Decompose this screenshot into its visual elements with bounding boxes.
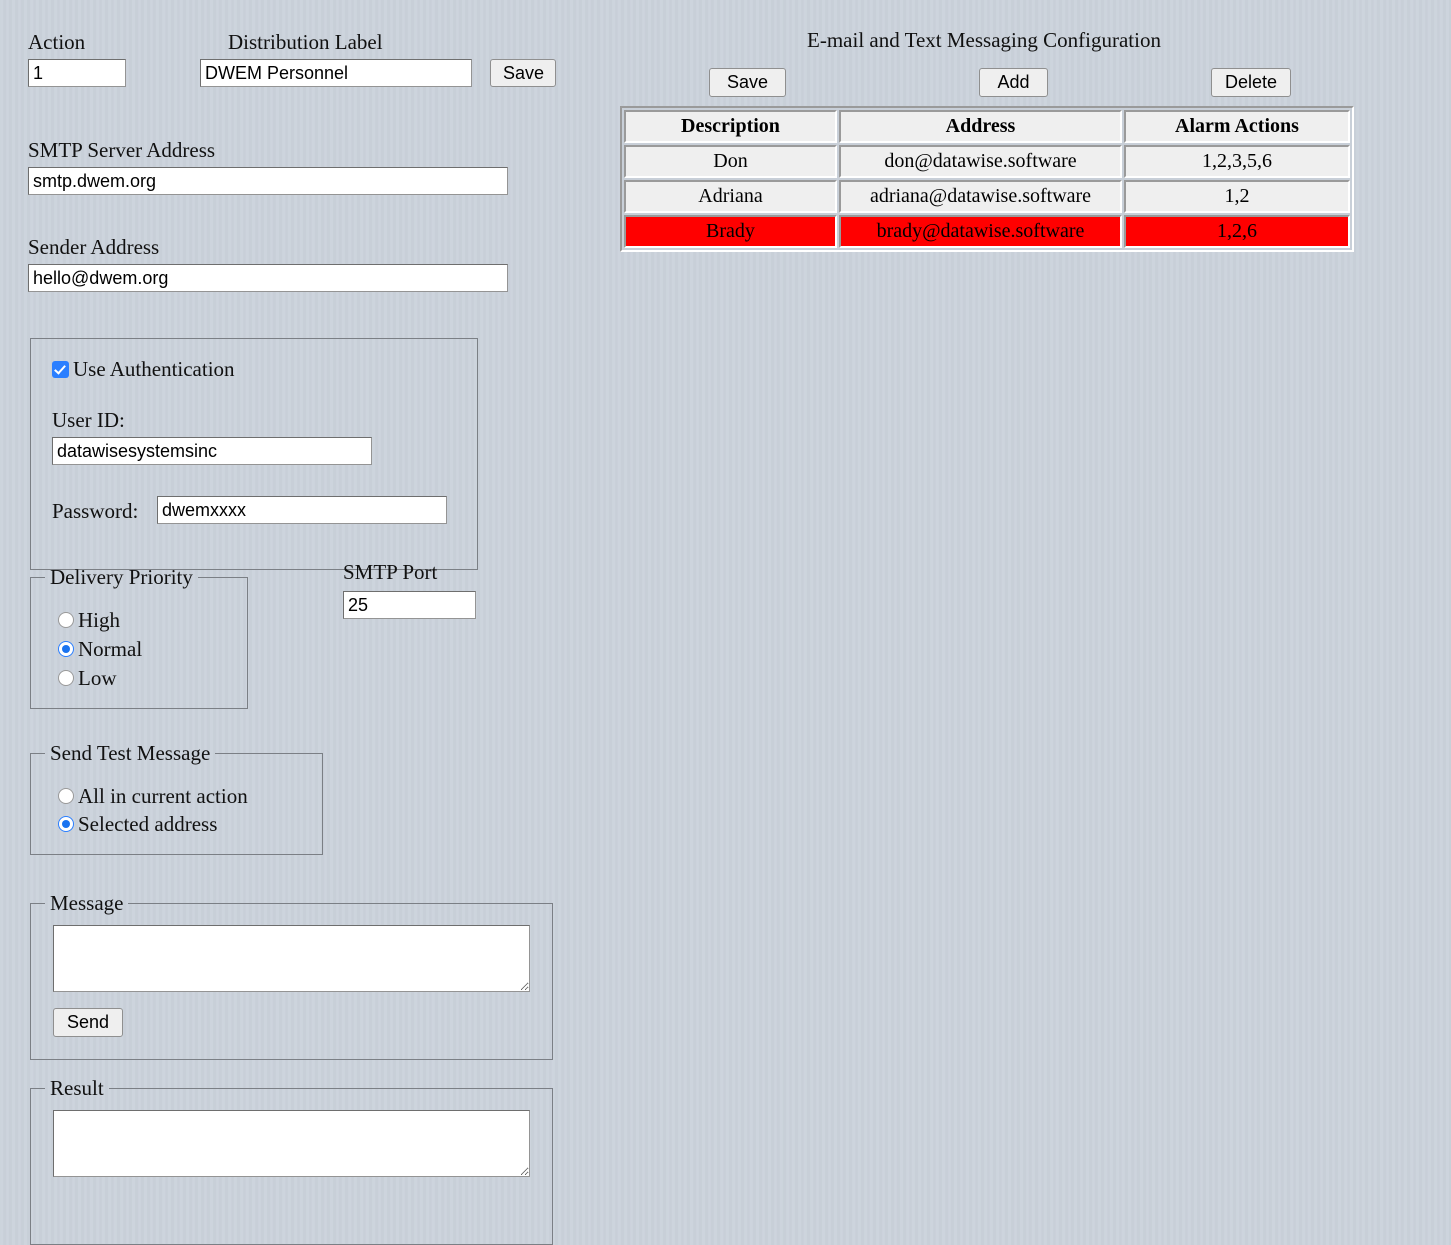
send-test-label-selected-address: Selected address — [78, 812, 218, 836]
user-id-label: User ID: — [52, 408, 125, 432]
authentication-fieldset — [30, 338, 478, 570]
column-header-description: Description — [624, 110, 837, 143]
distribution-label-input[interactable] — [200, 59, 472, 87]
delivery-priority-option-normal[interactable]: Normal — [58, 637, 142, 661]
smtp-server-address-input[interactable] — [28, 167, 508, 195]
cell-address[interactable]: adriana@datawise.software — [839, 180, 1122, 213]
radio-normal-icon[interactable] — [58, 641, 74, 657]
result-textarea — [53, 1110, 530, 1177]
contacts-table[interactable]: Description Address Alarm Actions Don do… — [620, 106, 1354, 252]
use-authentication-row[interactable]: Use Authentication — [52, 357, 235, 381]
cell-description[interactable]: Don — [624, 145, 837, 178]
delivery-priority-option-low[interactable]: Low — [58, 666, 117, 690]
delivery-priority-fieldset: Delivery Priority — [30, 567, 248, 709]
radio-all-in-current-action-icon[interactable] — [58, 788, 74, 804]
password-label: Password: — [52, 499, 139, 523]
table-header-row: Description Address Alarm Actions — [624, 110, 1350, 143]
message-legend: Message — [50, 891, 124, 915]
delivery-priority-label-normal: Normal — [78, 637, 143, 661]
action-input[interactable] — [28, 59, 126, 87]
smtp-port-input[interactable] — [343, 591, 476, 619]
use-authentication-checkbox[interactable] — [52, 360, 69, 378]
radio-low-icon[interactable] — [58, 670, 74, 686]
configuration-title: E-mail and Text Messaging Configuration — [807, 28, 1161, 52]
sender-address-label: Sender Address — [28, 235, 160, 259]
radio-selected-address-icon[interactable] — [58, 816, 74, 832]
distribution-label-label: Distribution Label — [228, 30, 383, 54]
table-row[interactable]: Adriana adriana@datawise.software 1,2 — [624, 180, 1350, 213]
cell-alarm-actions[interactable]: 1,2,3,5,6 — [1124, 145, 1350, 178]
cell-address[interactable]: don@datawise.software — [839, 145, 1122, 178]
delivery-priority-option-high[interactable]: High — [58, 608, 120, 632]
smtp-server-address-label: SMTP Server Address — [28, 138, 216, 162]
send-button[interactable]: Send — [53, 1008, 123, 1037]
cell-description[interactable]: Adriana — [624, 180, 837, 213]
sender-address-input[interactable] — [28, 264, 508, 292]
user-id-input[interactable] — [52, 437, 372, 465]
cell-alarm-actions[interactable]: 1,2,6 — [1124, 215, 1350, 248]
send-test-option-selected-address[interactable]: Selected address — [58, 812, 217, 836]
delivery-priority-legend: Delivery Priority — [50, 565, 193, 589]
message-fieldset: Message — [30, 893, 553, 1060]
result-legend: Result — [50, 1076, 104, 1100]
send-test-message-legend: Send Test Message — [50, 741, 211, 765]
password-input[interactable] — [157, 496, 447, 524]
action-label: Action — [28, 30, 86, 54]
table-row[interactable]: Don don@datawise.software 1,2,3,5,6 — [624, 145, 1350, 178]
column-header-alarm-actions: Alarm Actions — [1124, 110, 1350, 143]
column-header-address: Address — [839, 110, 1122, 143]
cell-address[interactable]: brady@datawise.software — [839, 215, 1122, 248]
cell-description[interactable]: Brady — [624, 215, 837, 248]
save-contact-button[interactable]: Save — [709, 68, 786, 97]
save-distribution-button[interactable]: Save — [490, 59, 556, 87]
table-row-selected[interactable]: Brady brady@datawise.software 1,2,6 — [624, 215, 1350, 248]
delivery-priority-label-low: Low — [78, 666, 117, 690]
cell-alarm-actions[interactable]: 1,2 — [1124, 180, 1350, 213]
use-authentication-label: Use Authentication — [73, 357, 235, 381]
send-test-option-all-in-current-action[interactable]: All in current action — [58, 784, 248, 808]
add-contact-button[interactable]: Add — [979, 68, 1048, 97]
smtp-port-label: SMTP Port — [343, 560, 438, 584]
delete-contact-button[interactable]: Delete — [1211, 68, 1291, 97]
send-test-message-fieldset: Send Test Message — [30, 743, 323, 855]
send-test-label-all-in-current-action: All in current action — [78, 784, 248, 808]
radio-high-icon[interactable] — [58, 612, 74, 628]
message-textarea[interactable] — [53, 925, 530, 992]
delivery-priority-label-high: High — [78, 608, 120, 632]
